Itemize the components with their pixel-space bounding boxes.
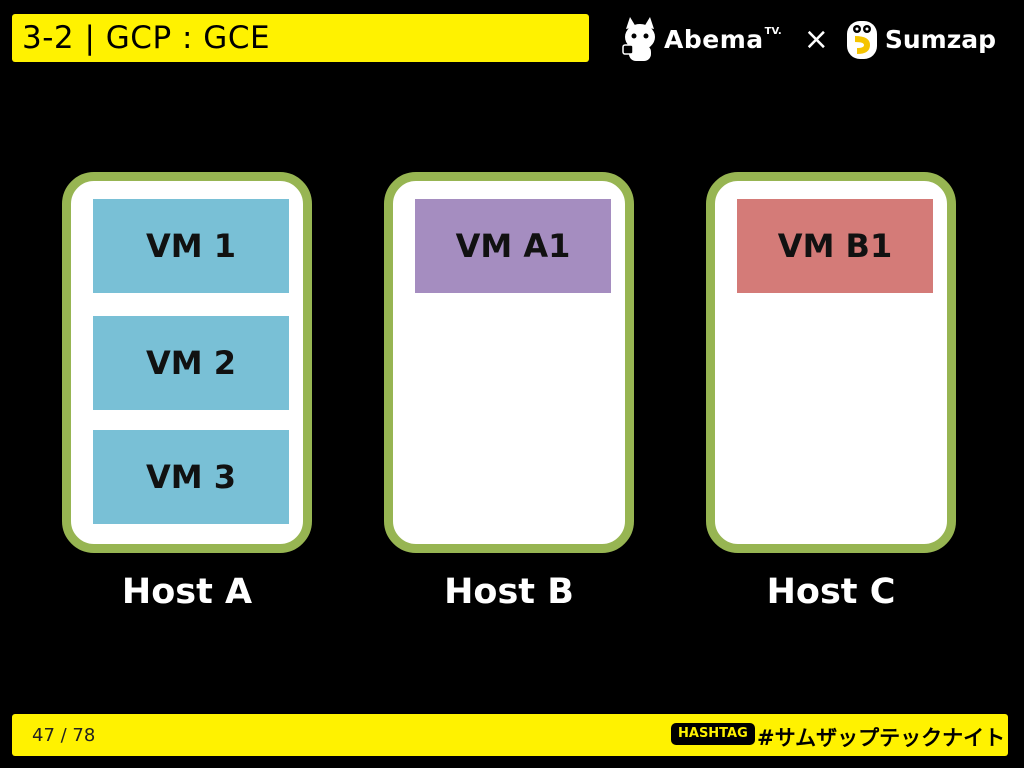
- vm-2-box: VM 2: [93, 316, 289, 410]
- host-b-label: Host B: [444, 572, 574, 612]
- collab-separator: ×: [803, 21, 829, 57]
- host-a-card: VM 1 VM 2 VM 3: [62, 172, 312, 553]
- vm-label: VM B1: [777, 227, 893, 265]
- vm-1-box: VM 1: [93, 199, 289, 293]
- slide-title: 3-2 | GCP : GCE: [22, 20, 271, 56]
- logo-area: Abema TV. × Sumzap: [620, 14, 996, 64]
- host-c-label: Host C: [766, 572, 896, 612]
- vm-a1-box: VM A1: [415, 199, 611, 293]
- vm-b1-box: VM B1: [737, 199, 933, 293]
- hashtag-badge: HASHTAG: [671, 723, 755, 745]
- vm-label: VM 1: [145, 227, 236, 265]
- host-c-card: VM B1: [706, 172, 956, 553]
- host-b-card: VM A1: [384, 172, 634, 553]
- abema-mascot-icon: [622, 17, 655, 61]
- vm-label: VM A1: [455, 227, 571, 265]
- abema-logo-text: Abema: [664, 24, 764, 54]
- vm-label: VM 2: [145, 344, 236, 382]
- vm-label: VM 3: [145, 458, 236, 496]
- footer-bar: 47 / 78 HASHTAG #サムザップテックナイト: [12, 714, 1008, 756]
- vm-3-box: VM 3: [93, 430, 289, 524]
- hashtag-text: #サムザップテックナイト: [757, 726, 1006, 750]
- sumzap-logo-text: Sumzap: [884, 24, 997, 54]
- sumzap-mascot-icon: [846, 21, 877, 59]
- host-a-label: Host A: [121, 572, 253, 612]
- abema-tv-mark: TV.: [764, 26, 782, 37]
- title-bar: 3-2 | GCP : GCE: [12, 14, 589, 62]
- page-number: 47 / 78: [32, 725, 96, 746]
